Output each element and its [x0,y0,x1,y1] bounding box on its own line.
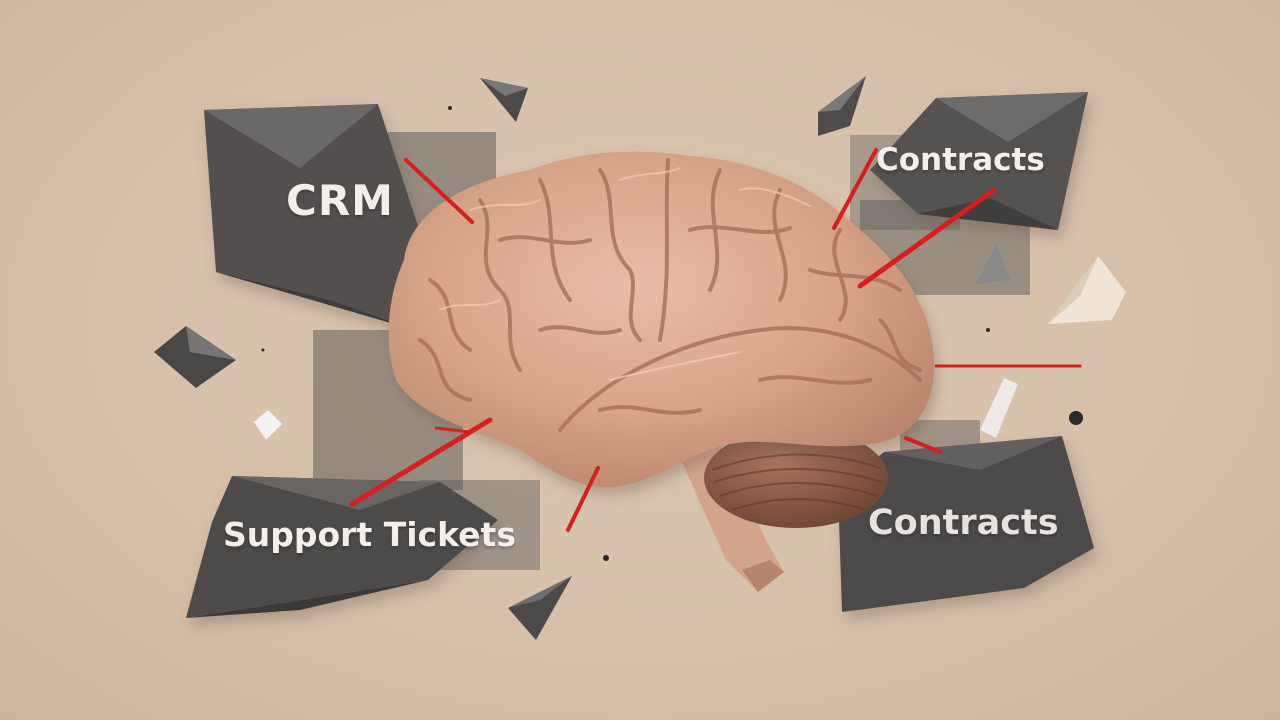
crystal-shard-icon [480,78,528,96]
crystal-shard-icon [818,76,866,112]
brain-stem [672,440,784,592]
panel-crm [204,104,420,328]
connector-line-crm [404,158,474,224]
connector-line-bottom [566,466,600,532]
panel-contracts-bottom [838,436,1094,612]
floating-dot [986,328,990,332]
floating-dot [603,555,609,561]
support-tickets-label: Support Tickets [223,515,516,554]
crystal-shard-icon [154,326,236,388]
crystal-shard-icon [1048,256,1098,324]
crm-label: CRM [286,176,394,225]
crystal-shard-icon [980,378,1018,438]
floating-dot [261,348,265,352]
connector-line-contracts-right [857,187,997,289]
crystal-shard-icon [508,576,572,608]
crystal-shard-icon [508,576,572,640]
crystal-shard-icon [186,326,236,360]
contracts-top-label: Contracts [876,142,1045,178]
brain-illustration [388,151,935,488]
crystal-shards [154,76,1126,640]
connector-line-support-left [349,417,493,507]
connector-lines [349,148,1082,532]
floating-dot [1069,411,1083,425]
panel-contracts-top [870,92,1088,230]
connector-line-contracts-top [832,148,878,230]
cerebellum [704,428,888,528]
crystal-shard-icon [976,244,1010,284]
floating-dot [448,106,452,110]
contracts-bottom-label: Contracts [868,503,1059,543]
connector-line-contracts-bottom [904,436,942,454]
crystal-shard-icon [1048,256,1126,324]
connector-line-support-mid [434,426,472,434]
crystal-shard-icon [254,410,282,440]
